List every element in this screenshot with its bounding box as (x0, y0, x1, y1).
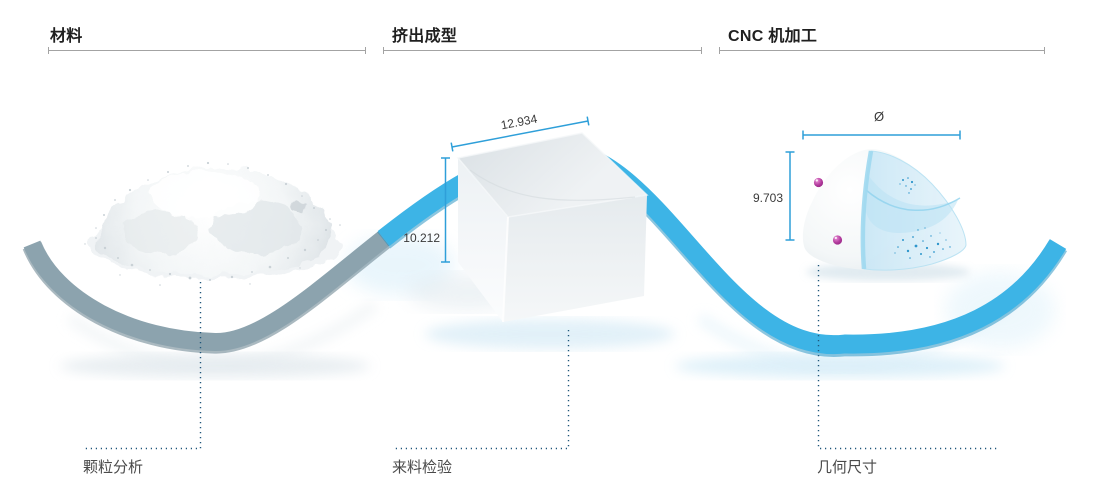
stage-rule-cnc (719, 47, 1045, 54)
ribbon-gray-segment (23, 231, 390, 352)
caption-incoming-inspection: 来料检验 (392, 459, 453, 476)
stage-title-material: 材料 (50, 28, 83, 45)
leader-lines (83, 265, 997, 450)
machining-speckles (894, 177, 951, 259)
part-height-dimension-line (785, 151, 795, 241)
cube-height-dimension-label: 10.212 (403, 231, 440, 245)
powder-speckles (84, 161, 341, 286)
locating-pin (813, 177, 824, 188)
stage-rule-extrusion (383, 47, 702, 54)
stage-title-extrusion: 挤出成型 (392, 28, 458, 45)
locating-pin (832, 235, 843, 245)
cube-illustration (456, 132, 649, 323)
cnc-part-illustration (802, 149, 967, 271)
dimension-lines (441, 116, 961, 263)
powder-pile-illustration (84, 161, 341, 286)
cube-height-dimension-line (441, 157, 450, 263)
caption-geometry: 几何尺寸 (817, 459, 878, 476)
caption-particle-analysis: 颗粒分析 (83, 459, 144, 476)
leader-line-particle-analysis (83, 282, 202, 450)
leader-line-geometry (817, 265, 997, 450)
part-height-dimension-label: 9.703 (752, 191, 783, 205)
part-diameter-symbol-label: Ø (873, 109, 885, 124)
stage-title-cnc: CNC 机加工 (728, 28, 818, 45)
stage-rule-material (48, 47, 366, 54)
leader-line-incoming-inspection (392, 330, 570, 450)
part-diameter-dimension-line (802, 130, 961, 140)
cube-width-dimension-line (450, 116, 590, 152)
